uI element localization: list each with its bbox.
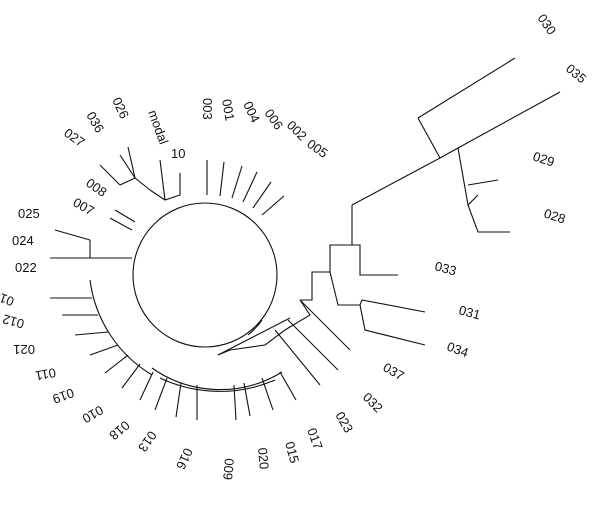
- tip-branch-013: [175, 382, 182, 418]
- tip-label-018: 018: [106, 418, 132, 443]
- tip-branch-007: [109, 217, 133, 231]
- root-ring: [132, 202, 278, 348]
- tip-branch-026: [127, 146, 136, 179]
- tip-label-006: 006: [262, 106, 287, 132]
- tip-branch-017: [279, 371, 297, 401]
- branch-to-outgroup: [351, 157, 441, 206]
- branch-033: [345, 244, 398, 276]
- tip-branch-012: [74, 331, 109, 336]
- tip-label-023: 023: [332, 409, 356, 435]
- clade-arc-bottom-outer: [159, 377, 276, 392]
- tip-label-013: 013: [135, 428, 160, 454]
- tip-label-005: 005: [304, 136, 330, 161]
- tip-branch-036: [119, 154, 136, 179]
- tip-label-019: 019: [51, 385, 77, 407]
- clade-arc-lower-left: [89, 279, 153, 376]
- clade-arc-bottom: [151, 367, 283, 391]
- tip-branch-010: [139, 371, 154, 401]
- branch-030: [417, 57, 516, 119]
- tip-label-007: 007: [71, 195, 97, 219]
- hub-arc: [247, 319, 263, 336]
- tree-branches: [89, 57, 561, 392]
- tip-label-012: 012: [1, 311, 26, 331]
- tip-branch-037: [299, 299, 351, 351]
- tip-label-015: 015: [282, 440, 302, 465]
- tip-label-016: 016: [173, 446, 196, 472]
- tip-branch-018: [154, 377, 168, 411]
- node-029-028: [457, 147, 479, 207]
- tip-label-025: 025: [18, 206, 40, 221]
- tip-label-014: 014: [0, 288, 16, 310]
- tip-label-034: 034: [445, 339, 471, 361]
- branch-034: [359, 304, 426, 346]
- tip-label-033: 033: [433, 258, 458, 278]
- tip-label-037: 037: [381, 360, 407, 384]
- tip-branch-001: [219, 161, 225, 197]
- tip-label-009: 009: [220, 458, 237, 481]
- tip-label-027: 027: [61, 125, 87, 150]
- outgroup-node: [417, 117, 459, 159]
- tip-branch-008: [114, 209, 136, 223]
- tip-label-008: 008: [83, 175, 109, 200]
- tip-branch-023: [274, 329, 321, 386]
- tip-label-002: 002: [284, 118, 310, 144]
- tip-branch-032: [287, 319, 339, 371]
- tip-branch-005: [261, 195, 285, 216]
- branch-029: [467, 179, 499, 186]
- tip-label-020: 020: [255, 447, 272, 470]
- tip-label-029: 029: [531, 149, 556, 170]
- tip-branch-modal: [159, 159, 166, 201]
- tip-branch-020: [243, 382, 251, 417]
- branch-035: [457, 91, 561, 149]
- tip-label-022: 022: [15, 260, 37, 275]
- tip-label-026: 026: [109, 95, 132, 121]
- tip-label-010: 010: [80, 402, 106, 426]
- tip-label-003: 003: [200, 98, 215, 120]
- tip-label-021: 021: [13, 342, 35, 357]
- tip-label-001: 001: [219, 98, 238, 122]
- tip-label-036: 036: [83, 109, 107, 135]
- tip-label-10: 10: [171, 146, 185, 161]
- clade-027-026: [119, 177, 151, 191]
- branch-028: [467, 204, 510, 233]
- tip-branch-009: [233, 384, 237, 421]
- tip-label-028: 028: [542, 206, 567, 227]
- tip-branch-025: [54, 229, 91, 241]
- tip-branch-021: [89, 344, 119, 356]
- clade-modal-10: [149, 173, 181, 201]
- tip-branch-002: [252, 181, 272, 209]
- tip-branch-004: [231, 165, 243, 199]
- tip-label-017: 017: [304, 426, 326, 452]
- tip-label-011: 011: [34, 365, 57, 383]
- branch-031: [329, 271, 426, 313]
- tip-label-004: 004: [240, 99, 263, 125]
- tip-label-032: 032: [360, 390, 386, 416]
- tip-branch-015: [261, 377, 274, 411]
- tip-branch-011: [104, 354, 129, 374]
- rooted-backbone: [300, 205, 353, 301]
- tip-label-031: 031: [457, 302, 482, 322]
- tip-branches: [50, 146, 351, 421]
- tip-branch-019: [121, 363, 141, 389]
- clade-025-024: [89, 240, 132, 259]
- connector-branch: [217, 317, 291, 356]
- tip-branch-027: [99, 164, 121, 186]
- tip-branch-006: [242, 171, 258, 203]
- clade-arc-right: [217, 299, 311, 356]
- tip-label-035: 035: [563, 61, 589, 86]
- tip-label-024: 024: [12, 233, 34, 248]
- tip-label-030: 030: [535, 11, 560, 37]
- tip-label-modal: modal: [145, 108, 171, 147]
